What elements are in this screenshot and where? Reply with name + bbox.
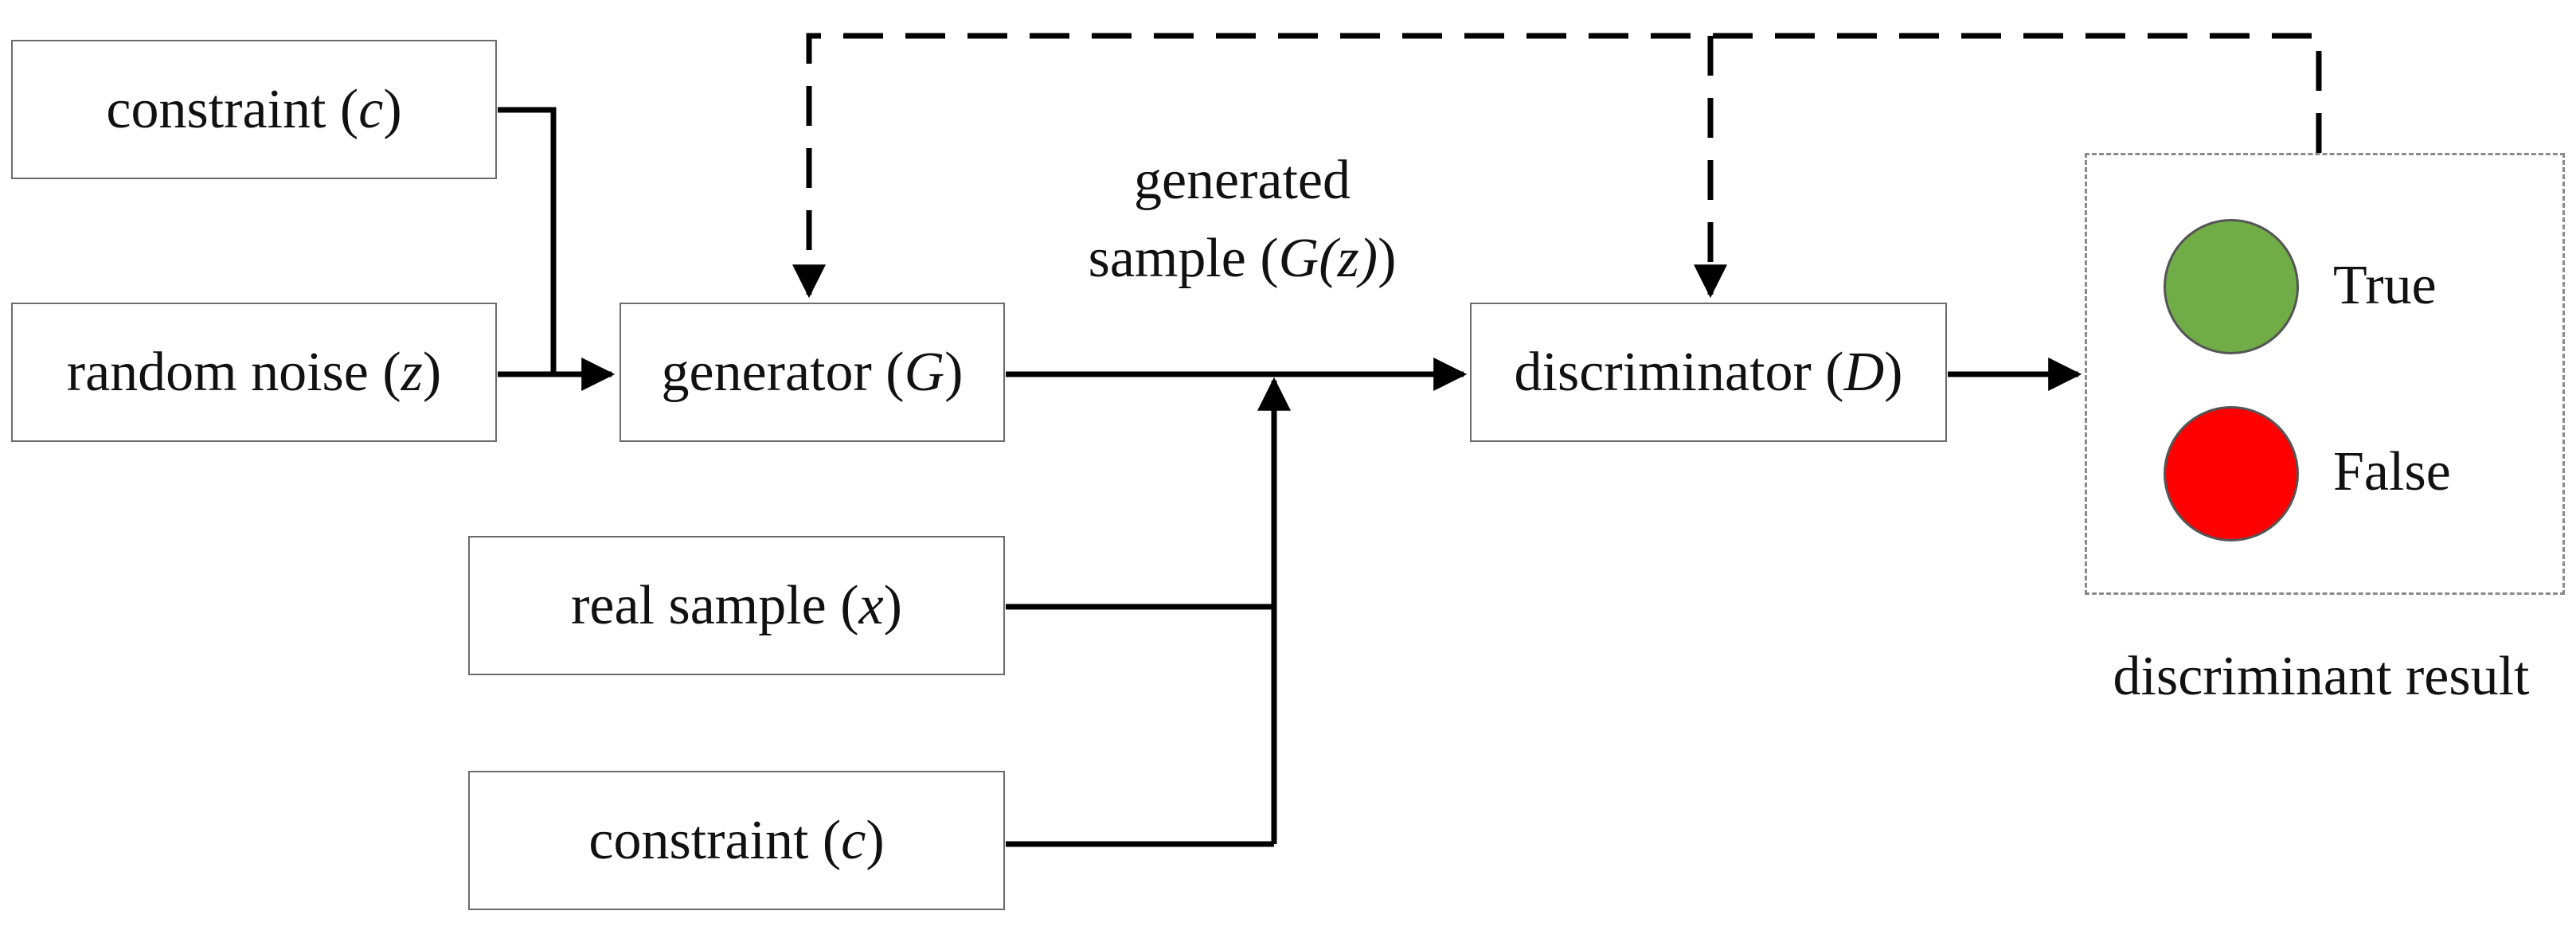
random-noise-text: random noise ( (66, 341, 401, 403)
generated-line2-suffix: ) (1378, 228, 1397, 289)
random-noise-close: ) (422, 341, 442, 403)
discriminant-result-caption: discriminant result (2070, 649, 2572, 705)
constraint-top-var: c (358, 78, 384, 140)
generated-line1-text: generated (1133, 150, 1351, 211)
discriminator-var: D (1843, 341, 1885, 403)
real-sample-text: real sample ( (571, 574, 859, 636)
generated-sample-label-line2: sample (G(z)) (1035, 231, 1449, 287)
feedback-loop-line (792, 33, 2322, 299)
generator-box: generator (G) (620, 303, 1005, 442)
false-lamp-icon (2164, 406, 2299, 541)
constraint-bottom-text: constraint ( (588, 809, 842, 871)
random-noise-box: random noise (z) (11, 303, 497, 442)
generated-sample-label-line1: generated (1051, 153, 1433, 209)
generator-var: G (904, 341, 945, 403)
generator-close: ) (944, 341, 964, 403)
generated-line2-prefix: sample ( (1088, 228, 1279, 289)
generator-text: generator ( (661, 341, 905, 403)
false-label: False (2333, 444, 2451, 500)
generated-line2-var: G(z) (1278, 228, 1378, 289)
constraint-bottom-box: constraint (c) (468, 771, 1005, 910)
random-noise-var: z (401, 341, 423, 403)
constraint-top-box: constraint (c) (11, 40, 497, 179)
constraint-top-connector (498, 107, 557, 374)
real-sample-close: ) (883, 574, 902, 636)
real-sample-box: real sample (x) (468, 536, 1005, 675)
real-sample-var: x (858, 574, 884, 636)
discriminator-box: discriminator (D) (1470, 303, 1947, 442)
true-lamp-icon (2164, 219, 2299, 354)
constraint-top-close: ) (383, 78, 402, 140)
constraint-top-text: constraint ( (106, 78, 359, 140)
constraint-bottom-var: c (841, 809, 866, 871)
discriminator-close: ) (1884, 341, 1903, 403)
discriminant-result-caption-text: discriminant result (2113, 646, 2530, 707)
discriminator-text: discriminator ( (1514, 341, 1844, 403)
true-label-text: True (2333, 255, 2437, 316)
false-label-text: False (2333, 441, 2451, 502)
true-label: True (2333, 258, 2437, 314)
constraint-bottom-close: ) (866, 809, 885, 871)
discriminant-result-panel (2085, 153, 2565, 595)
